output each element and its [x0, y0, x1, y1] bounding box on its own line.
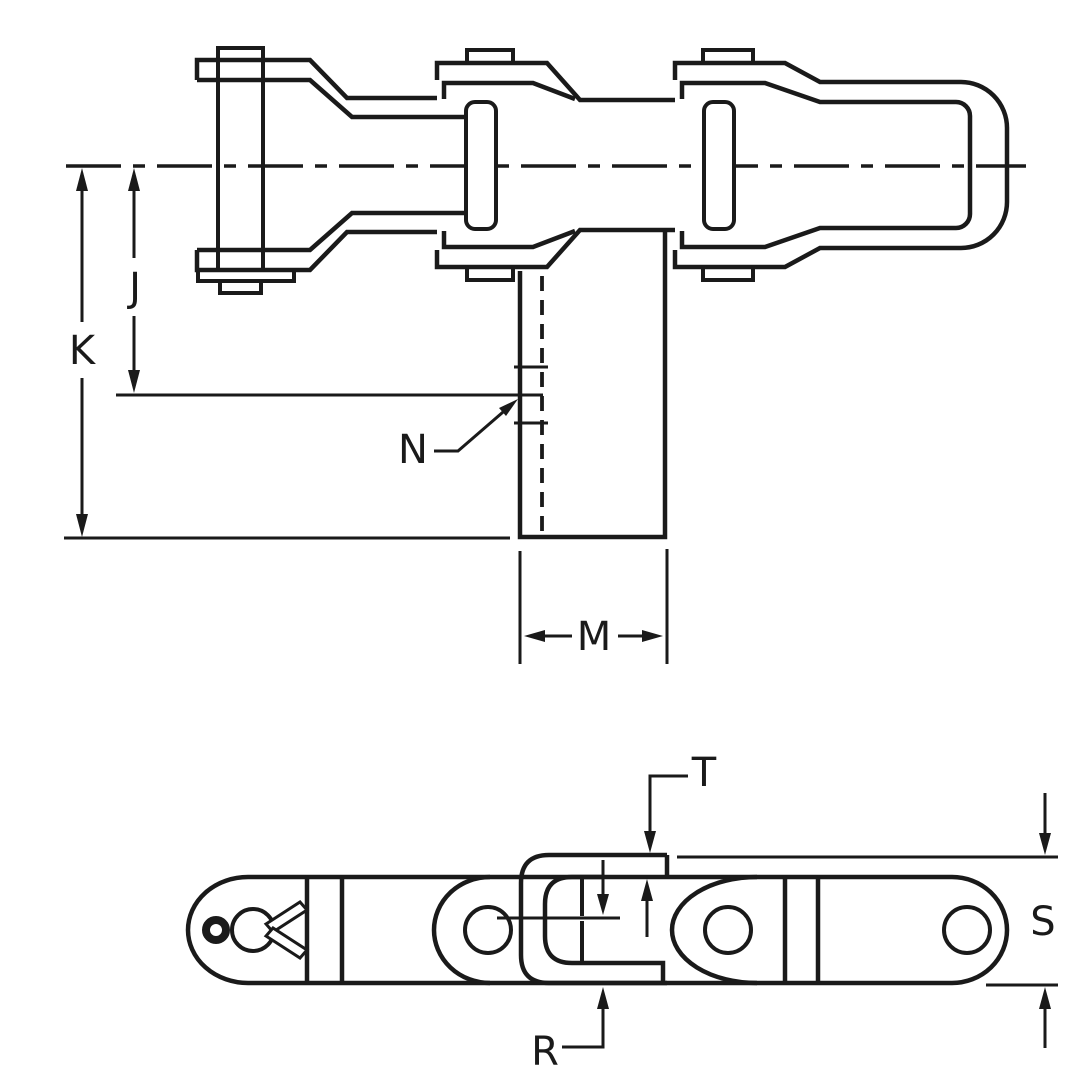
link2-bell-top-outer-edge: [434, 60, 675, 103]
link2-bell-bottom-outer-edge: [434, 227, 675, 270]
cotter-pin-lower-prong: [263, 926, 310, 960]
link1-bottom-bar-outer-edge: [194, 229, 437, 273]
dimension-S-down-arrowhead: [1039, 833, 1051, 855]
dimension-R-leader-line: [562, 1007, 605, 1049]
dimension-T: T: [597, 750, 717, 937]
dimension-M-left-arrowhead: [524, 630, 545, 642]
link2-bell-bottom-inner-edge: [441, 228, 576, 250]
dimension-T-down-arrowhead: [644, 831, 656, 853]
pin1-bottom-head: [218, 281, 263, 295]
pin3-bottom-head: [701, 267, 755, 282]
plan-pin3-hole: [703, 905, 753, 955]
dimension-K: K: [64, 168, 510, 540]
dimension-M: M: [518, 549, 669, 664]
plan-chain-right-end-cap: [951, 874, 1010, 986]
dimension-T-inner-down-arrowhead: [597, 894, 609, 915]
dimension-S-label: S: [1030, 899, 1055, 945]
dimension-N-arrowhead: [499, 399, 518, 416]
cotter-pin-head-circle: [230, 907, 276, 953]
plan-chain-left-end-cap: [185, 874, 249, 986]
dimension-J-up-arrowhead: [128, 168, 140, 191]
pin1-bottom-washer-step: [196, 270, 296, 283]
plan-pin4-hole: [942, 905, 992, 955]
plan-link1-band-lines: [304, 877, 345, 983]
dimension-M-extension-lines: [518, 549, 669, 664]
dimension-R-label: R: [531, 1029, 559, 1075]
dimension-M-right-arrowhead: [642, 630, 663, 642]
dimension-J-label: J: [126, 265, 141, 311]
link1-top-bar-inner-edge: [197, 77, 466, 120]
dimension-R: R: [531, 987, 609, 1075]
dimension-T-label: T: [691, 750, 717, 796]
link3-bell-outer-outline: [672, 60, 1010, 270]
link2-bell-top-inner-edge: [441, 80, 576, 102]
plan-barrel-arc-pin3: [669, 874, 758, 986]
link1-bottom-bar-inner-edge: [197, 210, 466, 253]
pin1-top-head: [216, 46, 265, 60]
plan-link3-band-lines: [782, 877, 821, 983]
pin3-top-head: [701, 48, 755, 62]
link1-top-bar-outer-edge: [194, 57, 437, 101]
cotter-pin-assembly: [202, 900, 310, 960]
dimension-N: N: [398, 399, 518, 473]
pin2-top-head: [465, 48, 515, 63]
dimension-K-label: K: [69, 328, 97, 374]
attachment-bar-outline: [517, 231, 668, 540]
cotter-pin-loop-icon: [202, 916, 230, 944]
plan-barrel-arc-pin2: [431, 874, 491, 986]
dimension-T-leader-line: [648, 774, 688, 833]
dimension-T-up-arrowhead: [641, 879, 653, 901]
pin3-barrel-band: [702, 100, 736, 231]
dimension-N-label: N: [398, 427, 428, 473]
pin1-shaft-lines: [216, 60, 265, 270]
dimension-K-down-arrowhead: [76, 514, 88, 537]
link3-bell-inner-outline: [679, 80, 973, 250]
dimension-R-arrowhead: [597, 987, 609, 1009]
pin2-bottom-head: [465, 267, 515, 282]
dimension-J-down-arrowhead: [128, 370, 140, 393]
side-elevation-view: K J M N: [64, 46, 1026, 664]
dimension-M-label: M: [577, 614, 612, 660]
plan-pin2-hole: [463, 905, 513, 955]
attachment-strap-inner-outline: [542, 874, 666, 983]
dimension-K-up-arrowhead: [76, 168, 88, 191]
attachment-bar-tick-marks: [514, 365, 548, 425]
plan-view: T R S: [185, 750, 1058, 1075]
dimension-S-up-arrowhead: [1039, 987, 1051, 1009]
dimension-J: J: [116, 168, 543, 397]
dimension-S: S: [677, 793, 1058, 1048]
pin2-barrel-band: [464, 100, 498, 231]
dimension-N-leader-line: [434, 404, 511, 453]
